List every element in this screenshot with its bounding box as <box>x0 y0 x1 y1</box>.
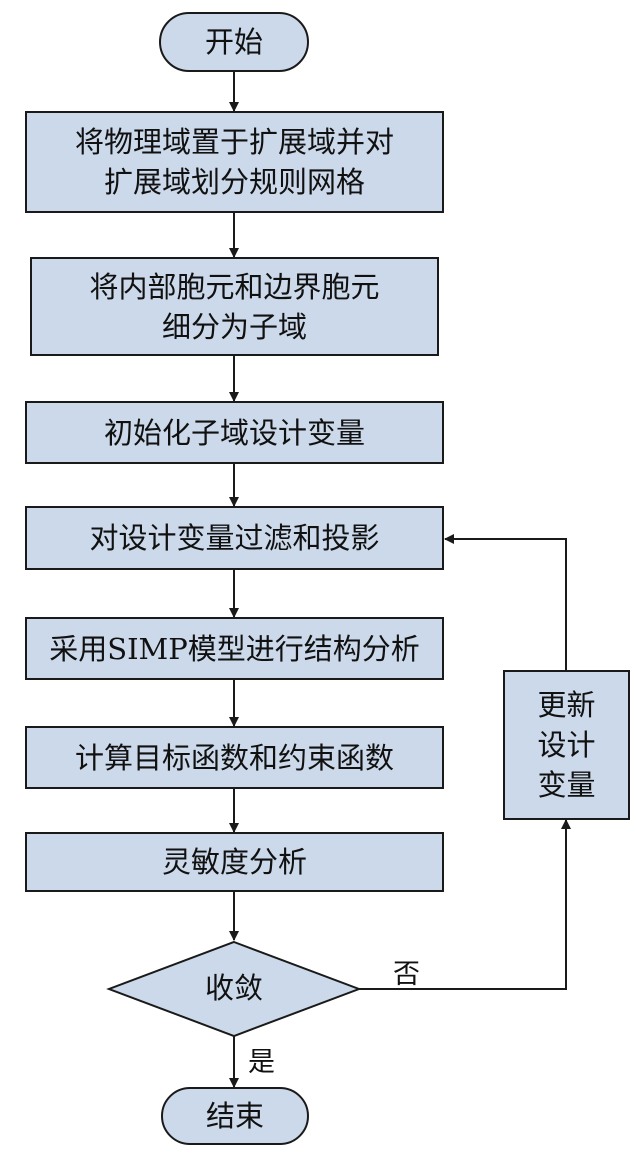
step-6-box: 计算目标函数和约束函数 <box>25 726 444 789</box>
step-1-box: 将物理域置于扩展域并对 扩展域划分规则网格 <box>25 111 444 213</box>
start-node: 开始 <box>159 12 309 72</box>
step-2-box: 将内部胞元和边界胞元 细分为子域 <box>30 257 439 356</box>
no-label: 否 <box>393 959 420 990</box>
arrow-decision-update <box>358 819 571 990</box>
decision-diamond <box>106 940 362 1038</box>
decision-label: 收敛 <box>204 971 263 1005</box>
yes-label: 是 <box>248 1047 275 1078</box>
arrow-update-step4 <box>444 534 567 670</box>
end-node: 结束 <box>161 1087 309 1145</box>
step-5-box: 采用SIMP模型进行结构分析 <box>25 617 444 680</box>
step-3-box: 初始化子域设计变量 <box>25 401 444 464</box>
update-box: 更新 设计 变量 <box>503 670 630 820</box>
step-7-box: 灵敏度分析 <box>25 832 444 892</box>
step-4-box: 对设计变量过滤和投影 <box>25 506 444 570</box>
